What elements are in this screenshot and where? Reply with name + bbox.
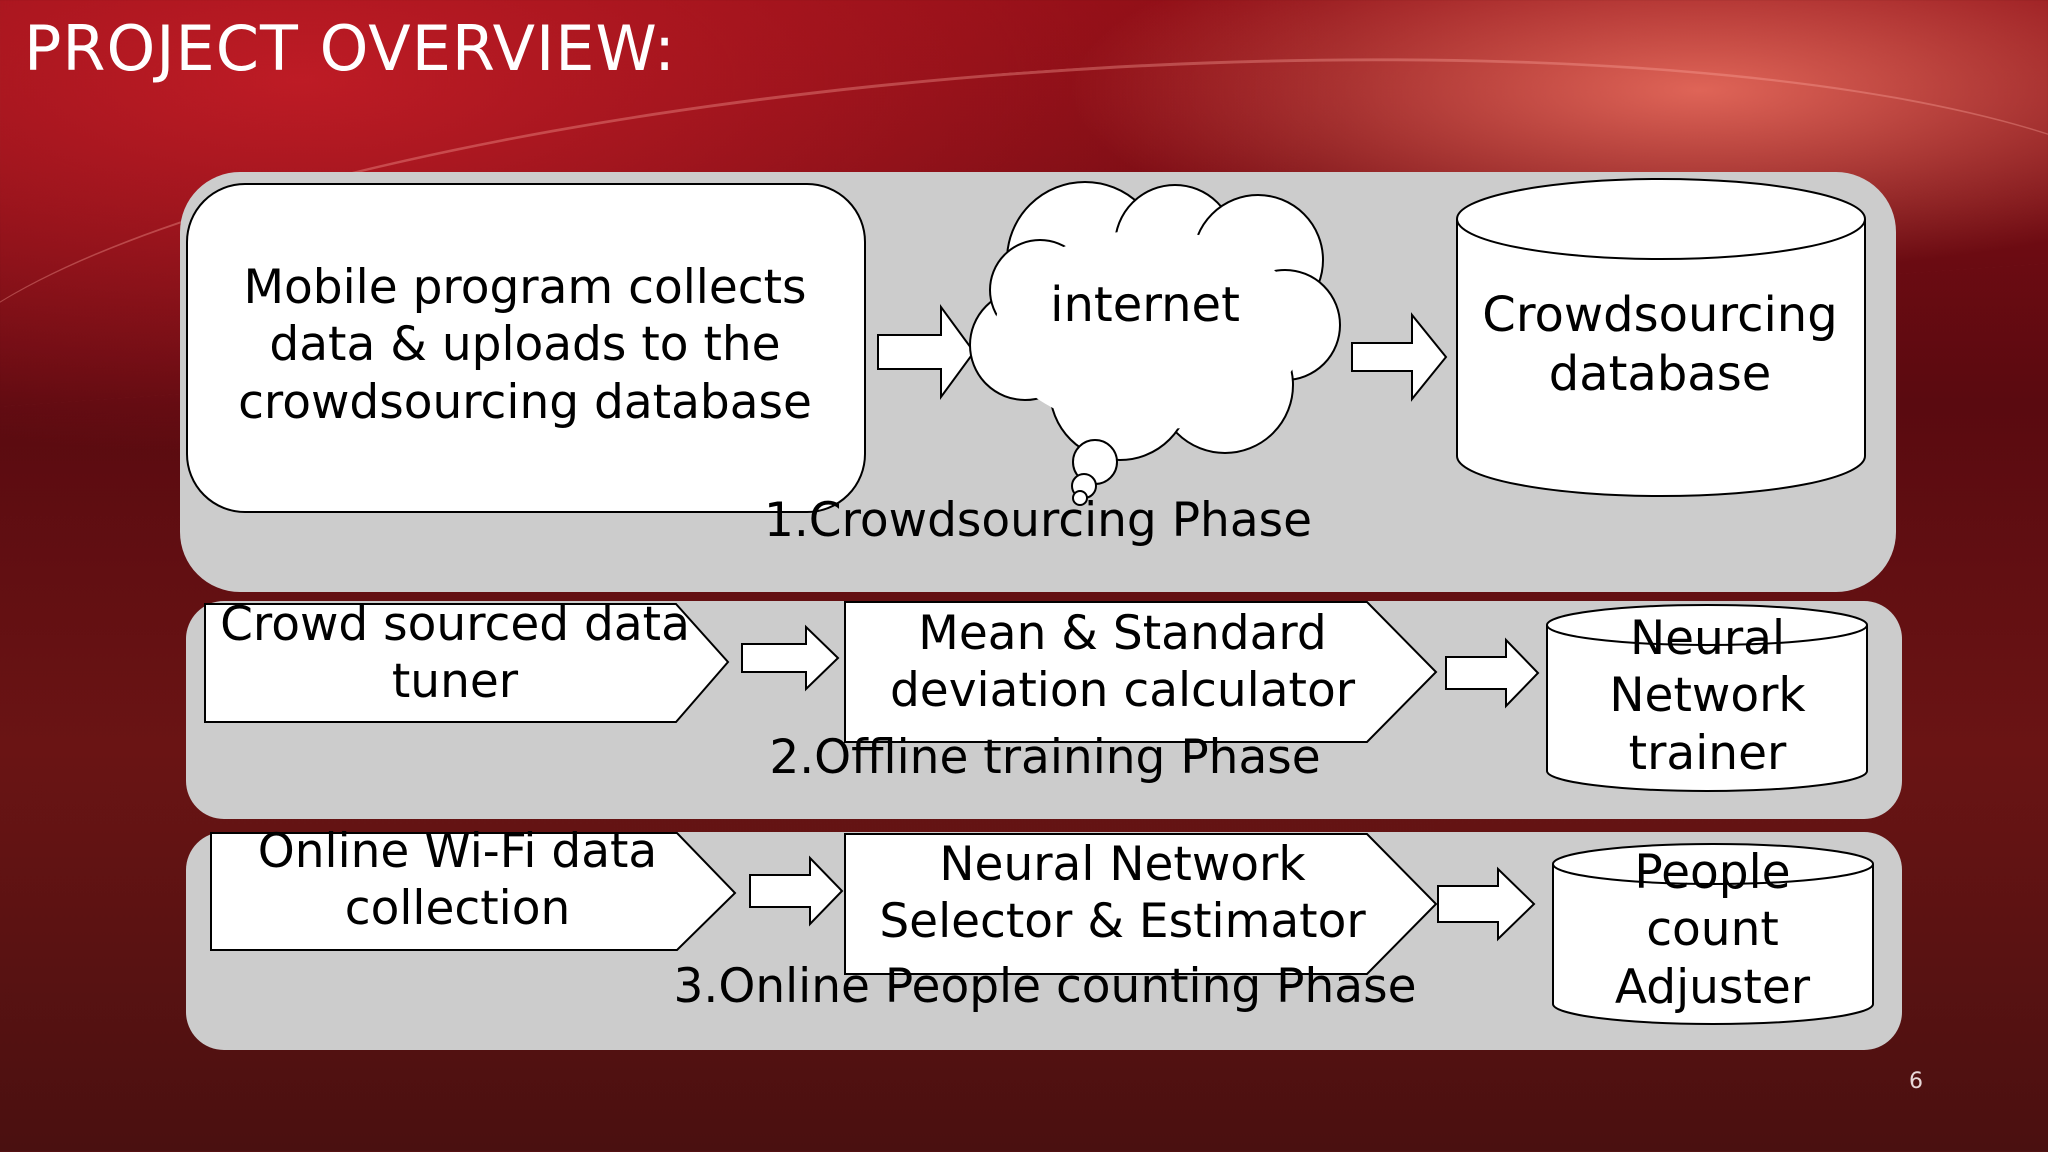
internet-label: internet — [1050, 276, 1240, 333]
slide-title: PROJECT OVERVIEW: — [24, 12, 677, 85]
arrow-collection-to-selector — [749, 855, 844, 927]
phase2-label: 2.Offline training Phase — [769, 730, 1321, 785]
people-count-adjuster-label: People count Adjuster — [1614, 845, 1811, 1015]
people-count-adjuster-cylinder — [1552, 843, 1874, 1025]
arrow-internet-to-database — [1351, 312, 1448, 402]
neural-network-trainer-label: Neural Network trainer — [1609, 611, 1806, 781]
arrow-calculator-to-trainer — [1445, 637, 1540, 709]
mean-std-calculator-shape — [844, 601, 1438, 743]
crowdsourcing-database-cylinder — [1456, 178, 1866, 497]
crowd-sourced-tuner-shape — [204, 603, 730, 723]
phase1-label: 1.Crowdsourcing Phase — [763, 493, 1313, 548]
phase3-label: 3.Online People counting Phase — [673, 959, 1417, 1014]
arrow-tuner-to-calculator — [741, 624, 840, 692]
neural-network-trainer-cylinder — [1546, 604, 1868, 792]
slide-number: 6 — [1909, 1069, 1923, 1094]
mean-std-calculator-label: Mean & Standard deviation calculator — [889, 605, 1356, 718]
wifi-data-collection-label: Online Wi-Fi data collection — [257, 823, 658, 936]
nn-selector-estimator-label: Neural Network Selector & Estimator — [879, 836, 1366, 949]
mobile-program-box — [186, 183, 866, 513]
internet-cloud-fill — [995, 230, 1305, 430]
crowd-sourced-tuner-label: Crowd sourced data tuner — [220, 596, 690, 709]
mobile-program-label: Mobile program collects data & uploads t… — [238, 260, 812, 430]
crowdsourcing-database-label: Crowdsourcing database — [1482, 287, 1838, 402]
nn-selector-estimator-shape — [844, 833, 1438, 975]
wifi-data-collection-shape — [210, 832, 737, 951]
arrow-mobile-to-internet — [877, 303, 976, 401]
arrow-selector-to-adjuster — [1437, 866, 1536, 942]
